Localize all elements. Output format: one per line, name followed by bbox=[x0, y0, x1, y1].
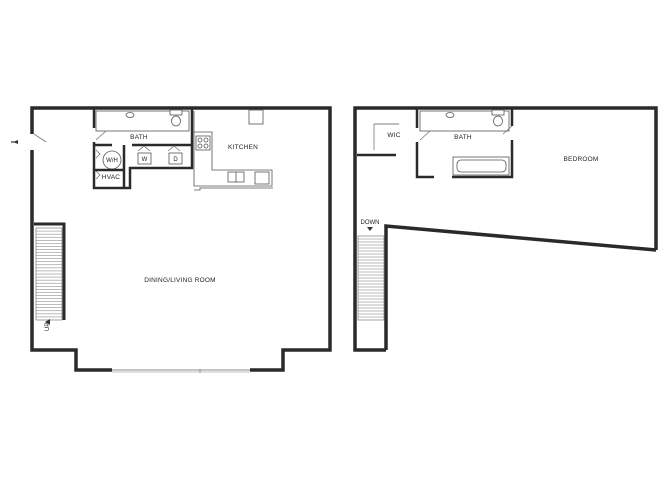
refrigerator-icon bbox=[248, 109, 264, 125]
dining-living-label: DINING/LIVING ROOM bbox=[144, 277, 216, 284]
floor1-utility-wall bbox=[92, 108, 194, 190]
bath2-sink-icon bbox=[445, 112, 455, 118]
wic-label: WIC bbox=[387, 132, 400, 139]
stairs-down bbox=[357, 235, 385, 321]
washer-label: W bbox=[142, 157, 148, 163]
dryer-label: D bbox=[173, 157, 178, 163]
stairs-down-arrow-icon bbox=[367, 227, 373, 231]
kitchen-counter bbox=[193, 111, 273, 187]
bath2-vanity-outline bbox=[419, 110, 510, 132]
bath2-label: BATH bbox=[454, 134, 472, 141]
water-heater-label: W/H bbox=[106, 158, 118, 164]
kitchen-label: KITCHEN bbox=[228, 144, 258, 151]
bath1-door bbox=[95, 130, 107, 141]
entry-arrow-icon bbox=[13, 140, 18, 144]
dishwasher-icon bbox=[254, 171, 270, 185]
entry-door bbox=[33, 133, 47, 143]
floor-1: BATH W/H HVAC W D KITCHEN bbox=[11, 106, 332, 373]
dryer-icon bbox=[168, 152, 183, 165]
stairs-down-label: DOWN bbox=[361, 220, 380, 226]
stairs-up-label: UP bbox=[45, 323, 51, 331]
hvac-label: HVAC bbox=[102, 174, 120, 181]
floor-2: WIC BATH BEDROOM DOWN bbox=[353, 106, 658, 352]
bath1-sink-icon bbox=[125, 112, 135, 118]
washer-icon bbox=[137, 152, 152, 165]
bath2-bedroom-door bbox=[502, 125, 513, 135]
stairs-up-arrow-icon bbox=[45, 319, 50, 325]
floor2-exterior-wall bbox=[353, 106, 658, 352]
bedroom-label: BEDROOM bbox=[564, 156, 599, 163]
range-icon bbox=[195, 135, 211, 151]
stairs-up bbox=[34, 222, 66, 321]
floor2-bath-wall bbox=[415, 142, 434, 179]
bath1-vanity-outline bbox=[95, 110, 190, 132]
floor2-sloped-wall bbox=[384, 224, 657, 350]
bath2-toilet-icon bbox=[493, 115, 503, 127]
bath1-label: BATH bbox=[130, 134, 148, 141]
floor1-exterior-wall bbox=[30, 106, 332, 372]
floor1-exterior-wall-left bbox=[30, 150, 112, 372]
bath2-door bbox=[419, 130, 431, 141]
bath1-toilet-icon bbox=[171, 115, 181, 127]
